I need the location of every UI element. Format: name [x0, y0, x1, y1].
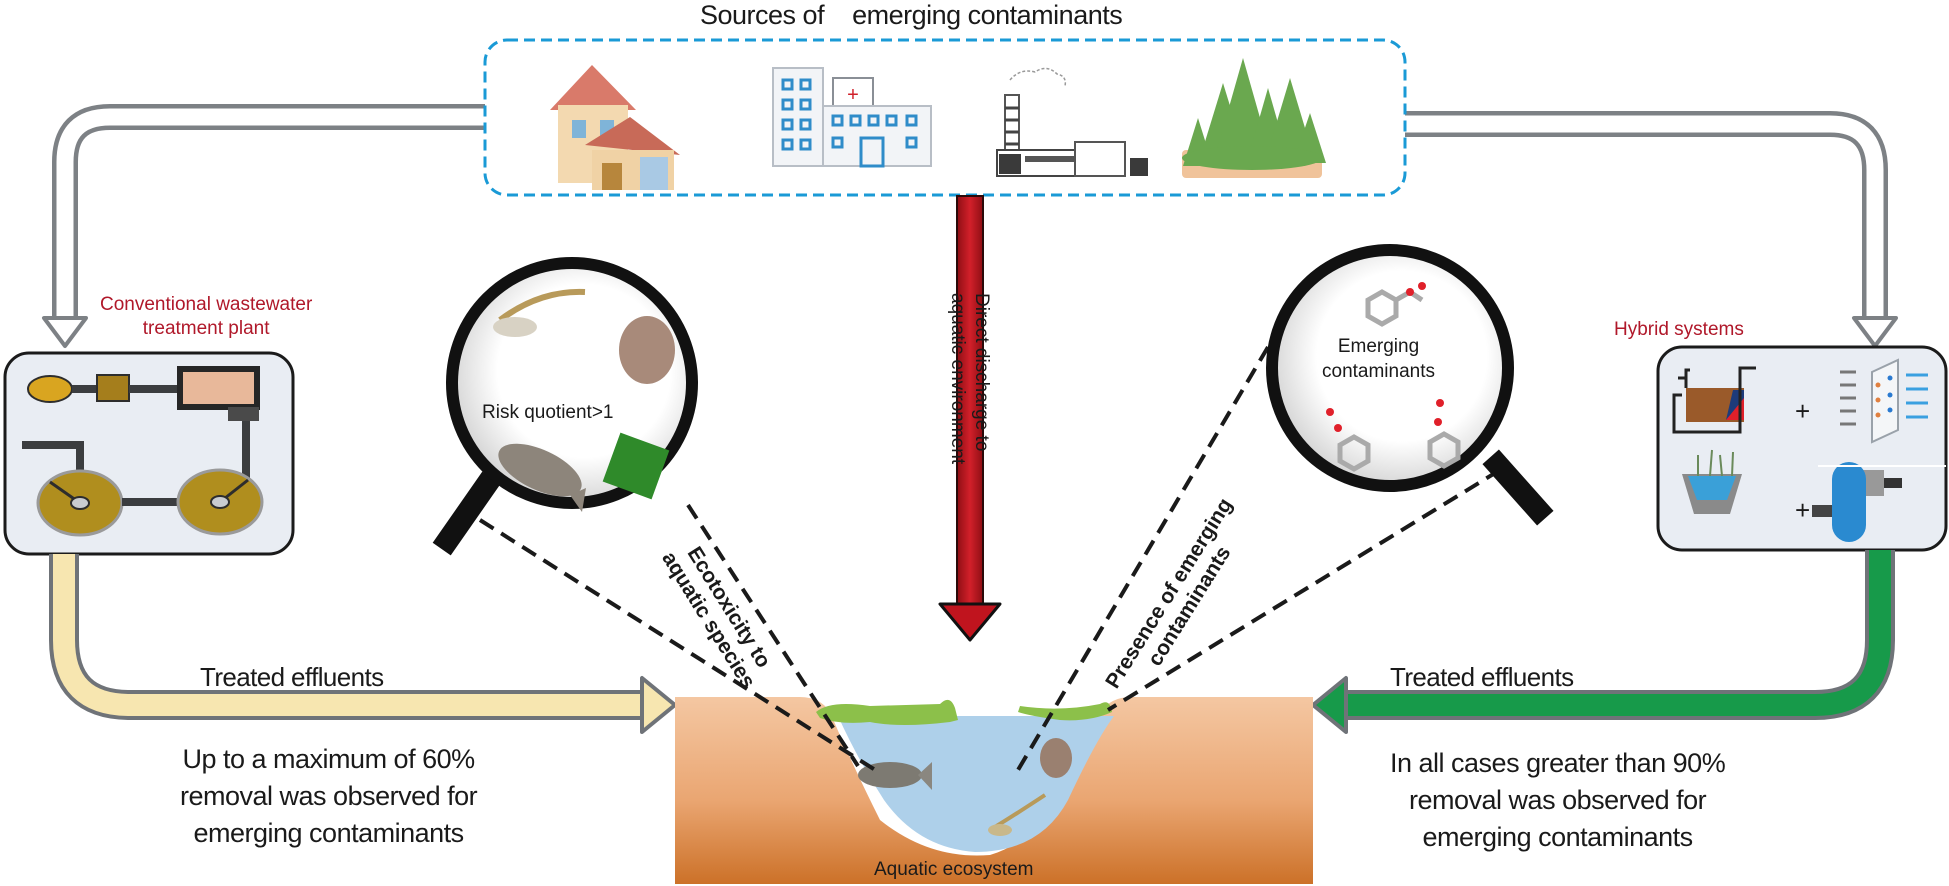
sources-title: Sources of emerging contaminants [700, 0, 1123, 30]
connector-lines [478, 345, 1502, 775]
hybrid-systems-diagram [1656, 345, 1948, 552]
sources-box [483, 38, 1407, 197]
lens-text-line2: contaminants [1322, 361, 1436, 382]
vegetation-right [1018, 702, 1112, 721]
aquatic-ecosystem-label: Aquatic ecosystem [874, 859, 1034, 880]
svg-text:+: + [847, 84, 859, 106]
hospital-icon: + [772, 67, 932, 168]
daphnia-specimen-icon [619, 316, 675, 384]
plus-sign-bottom: + [1795, 495, 1811, 525]
emerging-contaminants-lens-text: Emerging contaminants [1322, 334, 1435, 384]
risk-quotient-text: Risk quotient>1 [482, 402, 614, 423]
risk-magnifier [432, 257, 698, 556]
algae-specimen-icon [602, 432, 670, 500]
direct-discharge-line2: aquatic environment [947, 293, 968, 465]
hybrid-systems-label: Hybrid systems [1614, 319, 1744, 340]
right-effluent-arrow [1311, 550, 1895, 734]
direct-discharge-line1: Direct discharge to [971, 293, 992, 452]
hybrid-removal-line2: removal was observed for [1409, 785, 1707, 815]
filtration-module-icon [1840, 358, 1928, 444]
conventional-label-line1: Conventional wastewater [100, 294, 313, 315]
direct-discharge-arrow [938, 195, 1002, 642]
trout-specimen-icon [498, 443, 586, 512]
lens-text-line1: Emerging [1337, 336, 1420, 357]
conventional-wwtp-diagram [3, 351, 295, 556]
direct-discharge-label: Direct discharge to aquatic environment [945, 293, 993, 464]
conventional-removal-line3: emerging contaminants [193, 818, 464, 848]
house-icon [550, 65, 680, 190]
forest-icon [1182, 58, 1326, 178]
hybrid-removal-line1: In all cases greater than 90% [1390, 748, 1726, 778]
contaminant-magnifier [1266, 244, 1554, 526]
left-effluent-label: Treated effluents [200, 662, 384, 692]
hybrid-removal-text: In all cases greater than 90% removal wa… [1390, 745, 1726, 856]
right-effluent-label: Treated effluents [1390, 662, 1574, 692]
left-effluent-arrow [49, 554, 677, 734]
conventional-removal-text: Up to a maximum of 60% removal was obser… [180, 741, 478, 852]
uv-reactor-icon [1812, 462, 1902, 542]
flow-arrow-to-hybrid [1405, 111, 1898, 348]
aquatic-ecosystem-illustration [675, 697, 1313, 884]
shrimp-icon [988, 793, 1047, 836]
conventional-removal-line2: removal was observed for [180, 781, 478, 811]
conventional-removal-line1: Up to a maximum of 60% [182, 744, 476, 774]
conventional-label-line2: treatment plant [142, 318, 270, 339]
vegetation-left [816, 699, 958, 725]
conventional-wwtp-label: Conventional wastewater treatment plant [100, 293, 312, 341]
constructed-wetland-icon [1682, 449, 1742, 514]
shrimp-specimen-icon [493, 288, 586, 337]
factory-icon [996, 67, 1148, 177]
flow-arrow-to-conventional [42, 104, 525, 348]
membrane-bioreactor-icon [1672, 366, 1756, 434]
plus-sign-top: + [1795, 396, 1811, 426]
hybrid-removal-line3: emerging contaminants [1422, 822, 1694, 852]
daphnia-icon [1040, 738, 1072, 778]
